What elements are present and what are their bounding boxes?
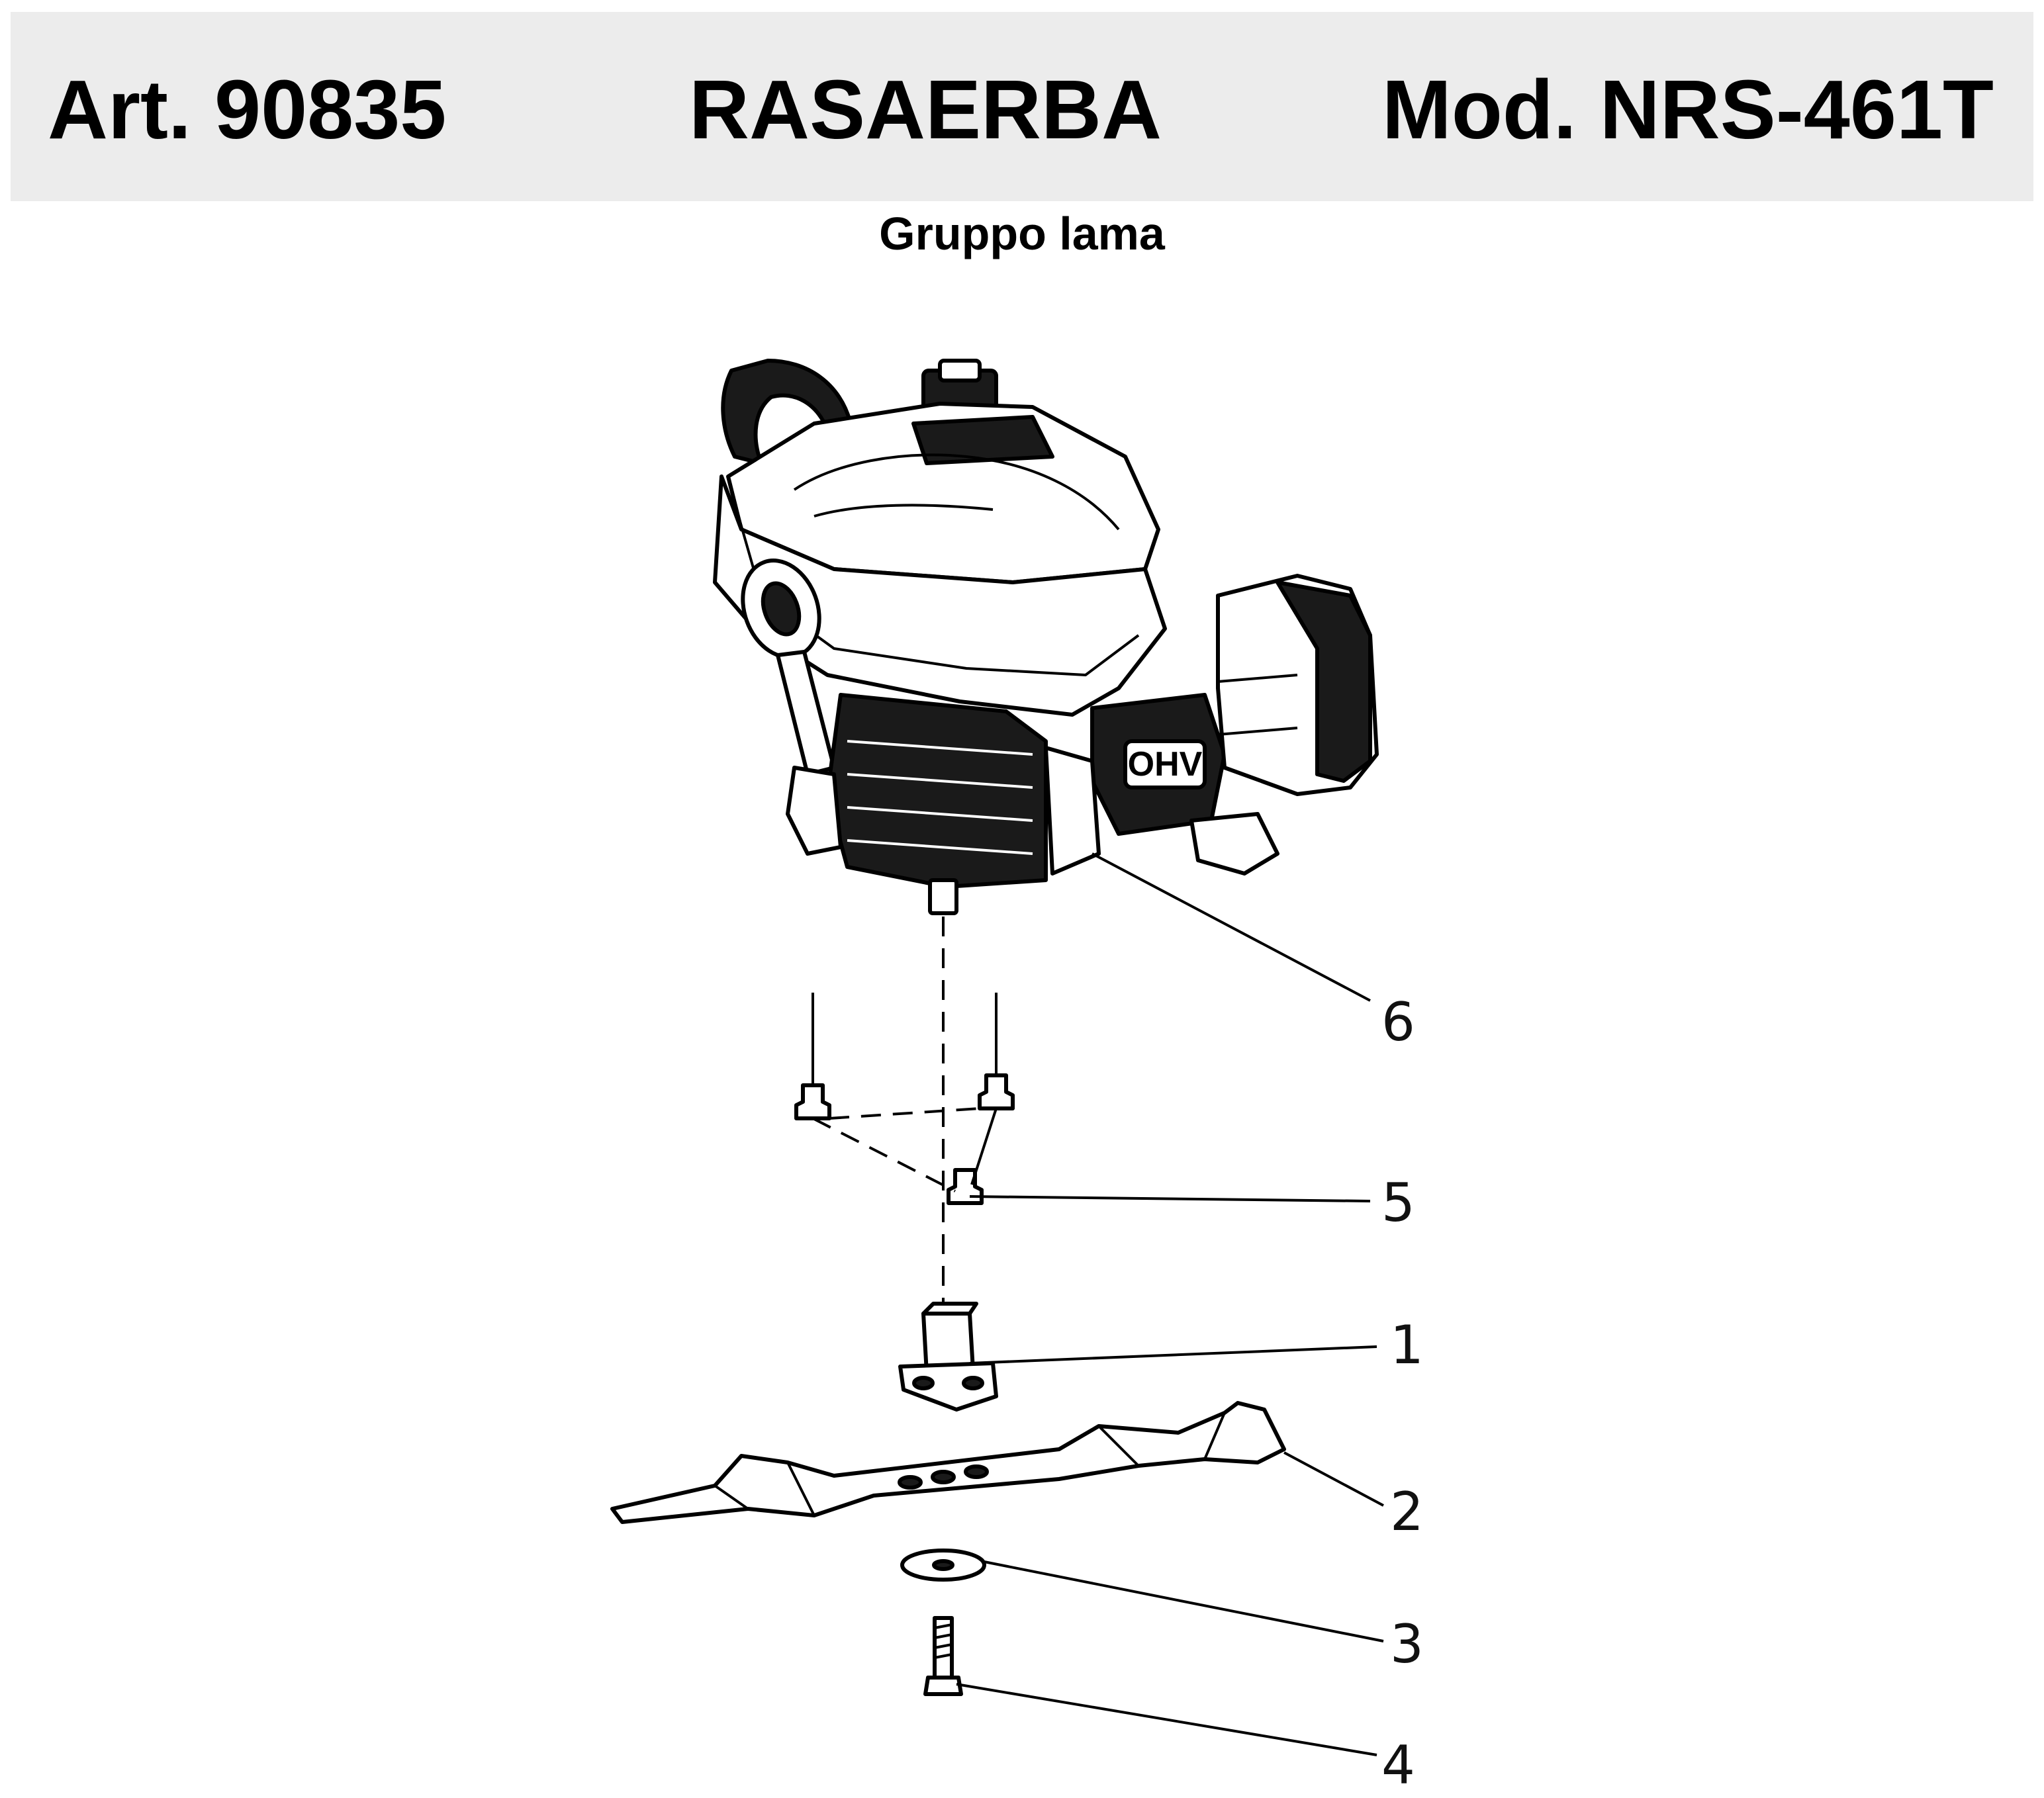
engine-part: OHV [713, 359, 1379, 915]
callout-5: 5 [1381, 1172, 1415, 1234]
callout-3: 3 [1390, 1613, 1424, 1675]
washer-part [900, 1549, 986, 1582]
leader-6 [1092, 852, 1371, 1002]
product-title: RASAERBA [689, 63, 1162, 156]
model-number: Mod. NRS-461T [1381, 63, 1994, 156]
header-bar: Art. 90835 RASAERBA Mod. NRS-461T [11, 12, 2033, 201]
cutting-blade-part [610, 1401, 1286, 1524]
callout-4: 4 [1381, 1734, 1415, 1796]
leader-2 [1283, 1451, 1384, 1507]
callout-6: 6 [1381, 991, 1415, 1053]
callout-2: 2 [1390, 1481, 1424, 1543]
blade-bolt-part [923, 1616, 963, 1696]
section-title: Gruppo lama [879, 208, 1165, 259]
engine-bolts [794, 1073, 1015, 1205]
leader-5 [969, 1195, 1371, 1202]
article-number: Art. 90835 [48, 63, 447, 156]
callout-1: 1 [1390, 1314, 1424, 1376]
leader-4 [956, 1683, 1377, 1756]
leader-1 [969, 1345, 1377, 1365]
ohv-badge: OHV [1128, 745, 1203, 784]
leader-3 [984, 1560, 1384, 1642]
blade-adapter-part [898, 1302, 998, 1412]
